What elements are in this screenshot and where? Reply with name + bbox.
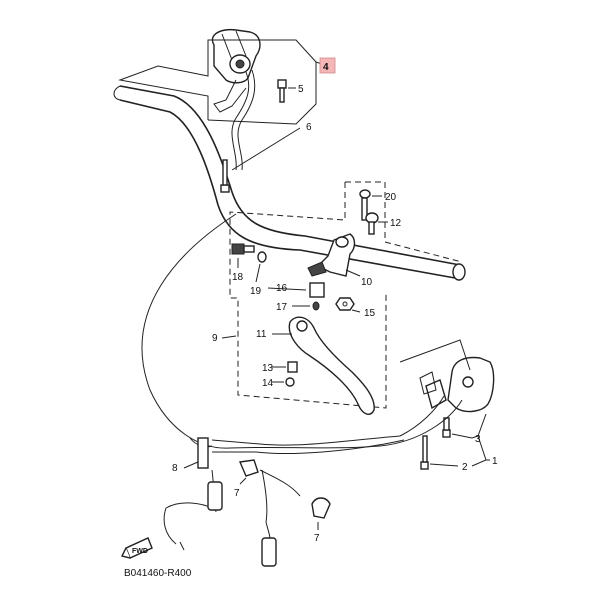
part-label-1: 1 [492,456,498,467]
lever-box-upper [345,181,463,263]
part-label-18: 18 [232,272,244,283]
screw-2 [420,435,459,470]
part-label-20: 20 [385,192,397,203]
part-label-3: 3 [475,434,481,445]
part-label-7-upper: 7 [234,488,240,499]
part-label-19: 19 [250,286,262,297]
bracket-1 [471,413,490,467]
reference-code: B041460-R400 [124,568,192,579]
part-label-9: 9 [212,333,218,344]
clutch-lever-11 [272,316,375,415]
fwd-label: FWD [132,548,148,555]
nut-15 [335,297,361,313]
part-label-13: 13 [262,363,274,374]
cables [141,213,463,551]
right-box-line [399,339,471,371]
part-label-14: 14 [262,378,274,389]
part-label-6: 6 [306,122,312,133]
part-17 [292,301,320,311]
part-label-16: 16 [276,283,288,294]
left-switch-assembly [211,28,261,171]
screw-5 [277,79,296,103]
bolt-12 [365,212,388,235]
screw-6 [220,127,301,193]
part-label-11: 11 [256,329,267,340]
clip-7-upper [238,459,259,485]
part-label-10: 10 [361,277,373,288]
part-label-12: 12 [390,218,402,229]
part-label-17: 17 [276,302,288,313]
part-13 [272,361,298,373]
part-16 [267,282,325,298]
part-label-7-lower: 7 [314,533,320,544]
handlebar-tube [113,85,466,281]
bolt-18 [231,243,255,268]
washer-19 [255,251,267,283]
lever-holder-10 [307,233,361,277]
right-switch-assembly [419,356,495,413]
connector-8 [183,437,209,469]
ring-14 [272,377,295,387]
clip-7-lower [311,497,331,530]
highlight-box [319,57,336,74]
part-label-5: 5 [298,84,304,95]
screw-3 [442,417,473,439]
part-label-8: 8 [172,463,178,474]
fwd-arrow: FWD [120,537,153,559]
lever-box-lower [229,182,387,409]
part-label-4: 4 [323,62,329,73]
part-label-2: 2 [462,462,468,473]
rubber-boots [207,469,277,567]
part-label-15: 15 [364,308,376,319]
screw-20 [359,189,382,221]
